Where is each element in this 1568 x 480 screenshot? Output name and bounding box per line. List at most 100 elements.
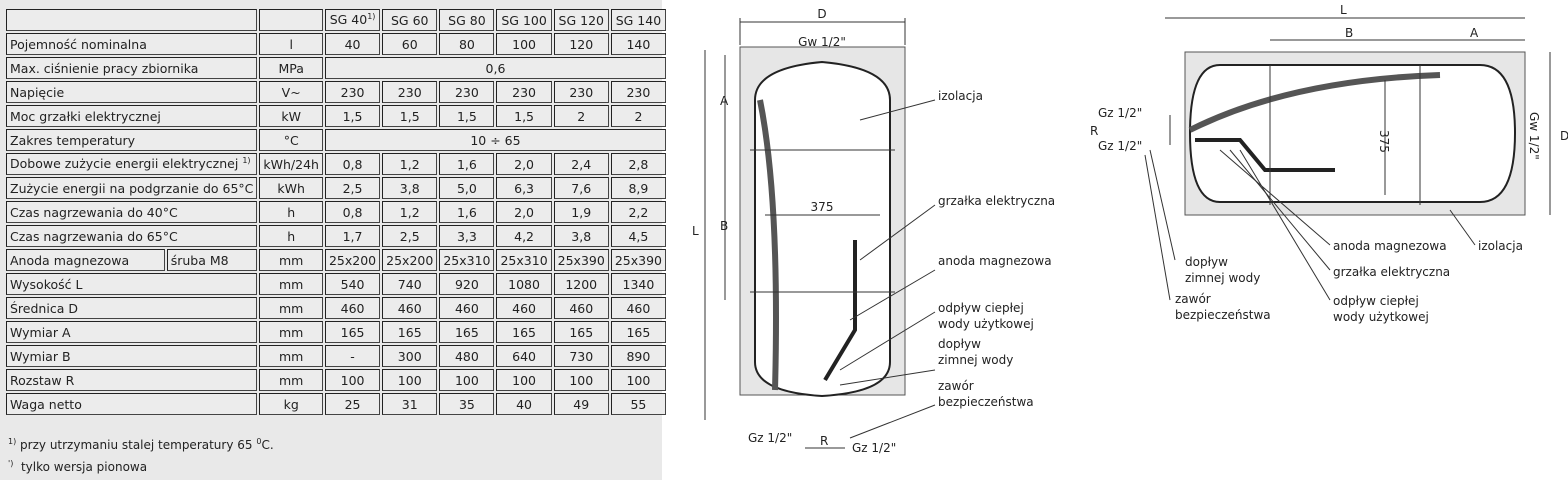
row-value: 2,4 [553,153,609,175]
row-label-text: Zużycie energii na podgrzanie do 65°C [10,180,254,196]
dim-375-label: 375 [1377,130,1391,153]
row-label-text: Max. ciśnienie pracy zbiornika [10,60,199,76]
row-unit: MPa [259,57,323,79]
row-value: 2,8 [610,153,666,175]
row-label: Wymiar B [6,345,258,367]
label-doplyw-2: zimnej wody [938,353,1013,367]
row-value: 480 [439,345,495,367]
table-row: Dobowe zużycie energii elektrycznej 1)kW… [6,153,666,175]
row-label: Czas nagrzewania do 40°C [6,201,258,223]
row-label: Wymiar A [6,321,258,343]
row-value: 230 [439,81,495,103]
dim-l-label: L [692,224,699,238]
row-value: 2,5 [382,225,438,247]
row-sublabel: śruba M8 [166,249,258,271]
label-doplyw: dopływ [1185,255,1228,269]
label-odplyw-2: wody użytkowej [938,317,1034,331]
row-value: 31 [382,393,438,415]
model-name: SG 40 [329,12,368,28]
label-zawor: zawór [938,379,974,393]
row-label-text: Wysokość L [10,276,83,292]
row-label: Moc grzałki elektrycznej [6,105,258,127]
row-label: Waga netto [6,393,258,415]
row-label: Wysokość L [6,273,258,295]
row-value: 25x390 [610,249,666,271]
vertical-tank-diagram: D Gw 1/2" A B L 375 R Gz 1/2" Gz 1/2" iz… [692,7,1055,455]
row-value: 4,2 [496,225,552,247]
row-value: 0,8 [324,201,381,223]
row-value-span: 0,6 [324,57,666,79]
row-value: 7,6 [553,177,609,199]
row-value: 60 [382,33,438,55]
row-label-text: Zakres temperatury [10,132,136,148]
row-unit: mm [259,249,323,271]
row-value: 1080 [496,273,552,295]
row-label-text: Wymiar B [10,348,71,364]
row-value: 4,5 [610,225,666,247]
row-value: 460 [610,297,666,319]
footnote-unit: 0 [256,437,262,446]
dim-l-label: L [1340,3,1347,17]
footnote-2: ') tylko wersja pionowa [8,459,147,474]
row-unit: kW [259,105,323,127]
header-empty-cell [6,9,258,31]
row-value: 230 [553,81,609,103]
row-value: 120 [553,33,609,55]
row-value: 100 [496,369,552,391]
row-unit: mm [259,297,323,319]
row-unit: mm [259,345,323,367]
row-label: Anoda magnezowa [6,249,165,271]
label-odplyw: odpływ ciepłej [938,301,1024,315]
row-label-text: Średnica D [10,300,78,316]
footnote-text: tylko wersja pionowa [20,460,148,474]
row-value: 1,7 [324,225,381,247]
row-value: - [324,345,381,367]
dim-d-label: D [817,7,826,21]
row-value: 165 [496,321,552,343]
row-value: 230 [324,81,381,103]
row-value: 140 [610,33,666,55]
row-value: 2,0 [496,201,552,223]
row-value: 49 [553,393,609,415]
row-value: 460 [324,297,381,319]
dim-b-label: B [1345,26,1353,40]
row-label-text: Pojemność nominalna [10,36,147,52]
row-unit: l [259,33,323,55]
model-header: SG 60 [382,9,438,31]
row-value: 165 [610,321,666,343]
dim-r-label: R [1090,124,1098,138]
row-value: 35 [439,393,495,415]
row-value: 540 [324,273,381,295]
row-value: 25 [324,393,381,415]
gz-label-2: Gz 1/2" [852,441,896,455]
row-unit: mm [259,321,323,343]
dim-d-label: D [1560,129,1568,143]
row-label: Czas nagrzewania do 65°C [6,225,258,247]
row-unit: V~ [259,81,323,103]
dim-b-label: B [720,219,728,233]
row-value: 890 [610,345,666,367]
row-value: 230 [382,81,438,103]
row-value: 40 [496,393,552,415]
row-unit: kWh [259,177,323,199]
label-zawor-2: bezpieczeństwa [938,395,1034,409]
label-anoda: anoda magnezowa [1333,239,1447,253]
row-value: 25x200 [382,249,438,271]
row-value: 460 [382,297,438,319]
label-doplyw: dopływ [938,337,981,351]
gz-label-1: Gz 1/2" [748,431,792,445]
label-izolacja: izolacja [1478,239,1523,253]
